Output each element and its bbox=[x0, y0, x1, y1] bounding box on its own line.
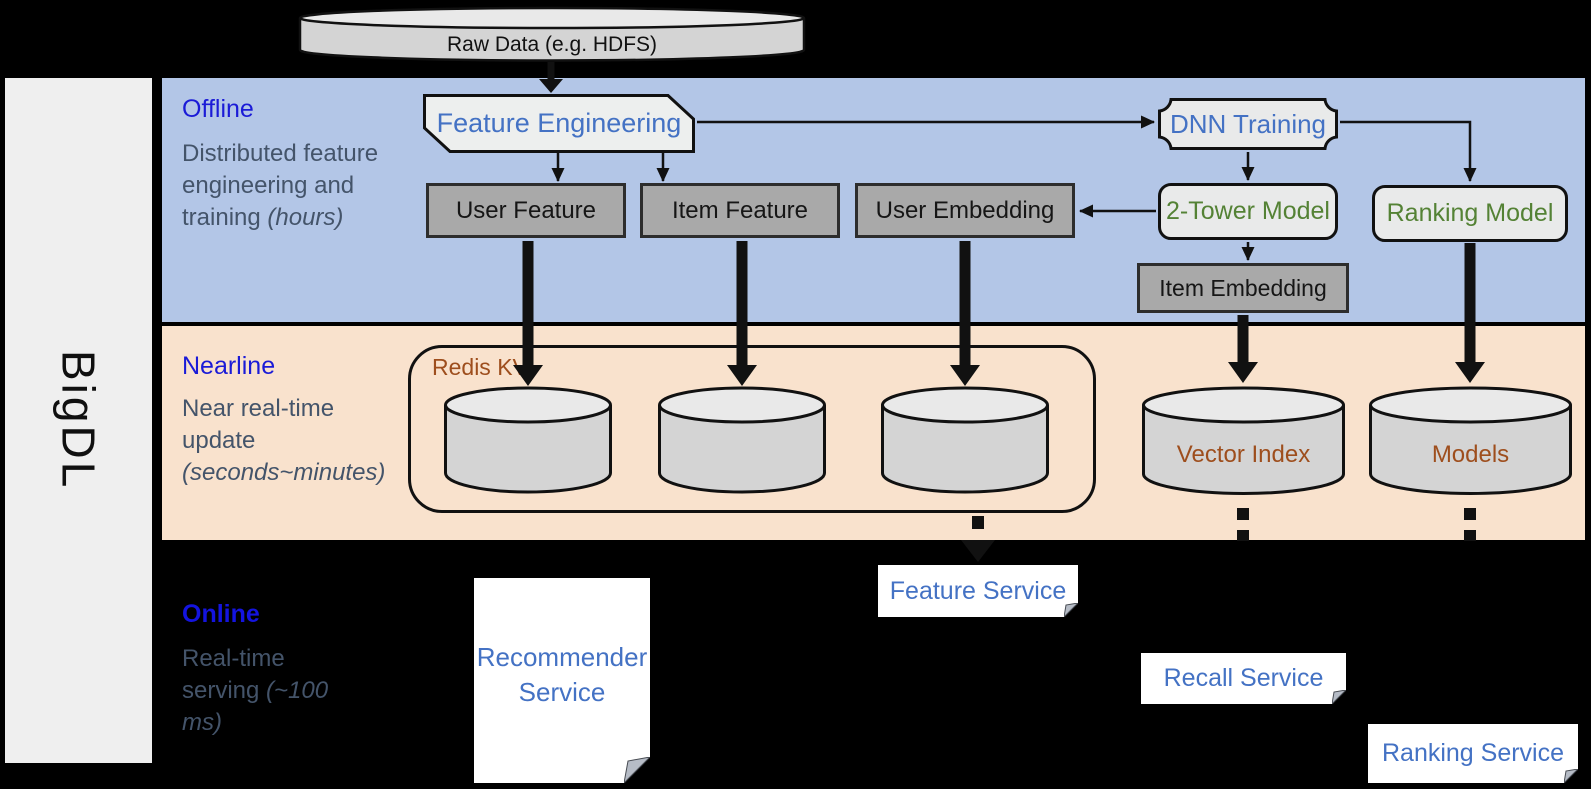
recall-service-node: Recall Service bbox=[1141, 653, 1346, 704]
two-tower-model-node: 2-Tower Model bbox=[1158, 183, 1338, 240]
ranking-service-node: Ranking Service bbox=[1368, 724, 1578, 783]
recommender-service-label: Recommender Service bbox=[476, 642, 648, 708]
cylinder-icon bbox=[1142, 386, 1345, 495]
models-store: Models bbox=[1368, 385, 1573, 497]
offline-subtitle: Distributed feature engineering and trai… bbox=[182, 140, 379, 231]
document-shape: Recall Service bbox=[1141, 653, 1346, 704]
folded-corner-icon bbox=[624, 757, 650, 783]
online-subtitle: Real-time serving (~100 ms) bbox=[182, 645, 329, 736]
redis-kv-container bbox=[408, 345, 1096, 513]
models-label: Models bbox=[1431, 441, 1510, 468]
cylinder-icon bbox=[881, 386, 1049, 494]
nearline-title: Nearline bbox=[182, 352, 276, 380]
document-shape: Ranking Service bbox=[1368, 724, 1578, 783]
online-title: Online bbox=[182, 600, 260, 628]
feature-service-node: Feature Service bbox=[878, 565, 1078, 617]
vector-index-label: Vector Index bbox=[1176, 441, 1311, 468]
feature-engineering-node: Feature Engineering bbox=[423, 94, 695, 153]
user-feature-node: User Feature bbox=[426, 183, 626, 238]
nearline-lane-label: Nearline Near real-time update (seconds~… bbox=[182, 352, 432, 489]
vector-index-store: Vector Index bbox=[1141, 385, 1346, 497]
bigdl-side-panel: BigDL bbox=[5, 78, 152, 763]
user-embedding-node: User Embedding bbox=[855, 183, 1075, 238]
ranking-model-node: Ranking Model bbox=[1372, 185, 1568, 242]
document-shape: Recommender Service bbox=[474, 578, 650, 783]
brace-corner-shape bbox=[1158, 98, 1338, 150]
bigdl-logo-text: BigDL bbox=[52, 350, 105, 491]
cylinder-icon bbox=[658, 386, 826, 494]
dnn-training-node: DNN Training bbox=[1158, 98, 1338, 150]
folded-corner-icon bbox=[1064, 603, 1078, 617]
folded-corner-icon bbox=[1564, 769, 1578, 783]
cylinder-icon bbox=[298, 6, 806, 62]
raw-data-label: Raw Data (e.g. HDFS) bbox=[446, 32, 658, 56]
redis-cylinder-2 bbox=[657, 385, 827, 495]
recommender-service-node: Recommender Service bbox=[474, 578, 650, 783]
item-feature-node: Item Feature bbox=[640, 183, 840, 238]
redis-cylinder-3 bbox=[880, 385, 1050, 495]
document-shape: Feature Service bbox=[878, 565, 1078, 617]
folded-corner-icon bbox=[1332, 690, 1346, 704]
raw-data-store: Raw Data (e.g. HDFS) bbox=[297, 6, 807, 63]
offline-lane-label: Offline Distributed feature engineering … bbox=[182, 95, 422, 234]
item-embedding-node: Item Embedding bbox=[1137, 263, 1349, 313]
online-lane-label: Online Real-time serving (~100 ms) bbox=[182, 600, 382, 739]
nearline-subtitle: Near real-time update (seconds~minutes) bbox=[182, 395, 386, 486]
redis-cylinder-1 bbox=[443, 385, 613, 495]
snip-corner-shape bbox=[423, 94, 695, 153]
offline-title: Offline bbox=[182, 95, 254, 123]
feature-engineering-label: Feature Engineering bbox=[436, 108, 682, 138]
nearline-band bbox=[162, 326, 1585, 540]
cylinder-icon bbox=[1369, 386, 1572, 495]
cylinder-icon bbox=[444, 386, 612, 494]
redis-kv-label: Redis KV bbox=[432, 354, 528, 380]
dnn-training-label: DNN Training bbox=[1169, 108, 1327, 139]
